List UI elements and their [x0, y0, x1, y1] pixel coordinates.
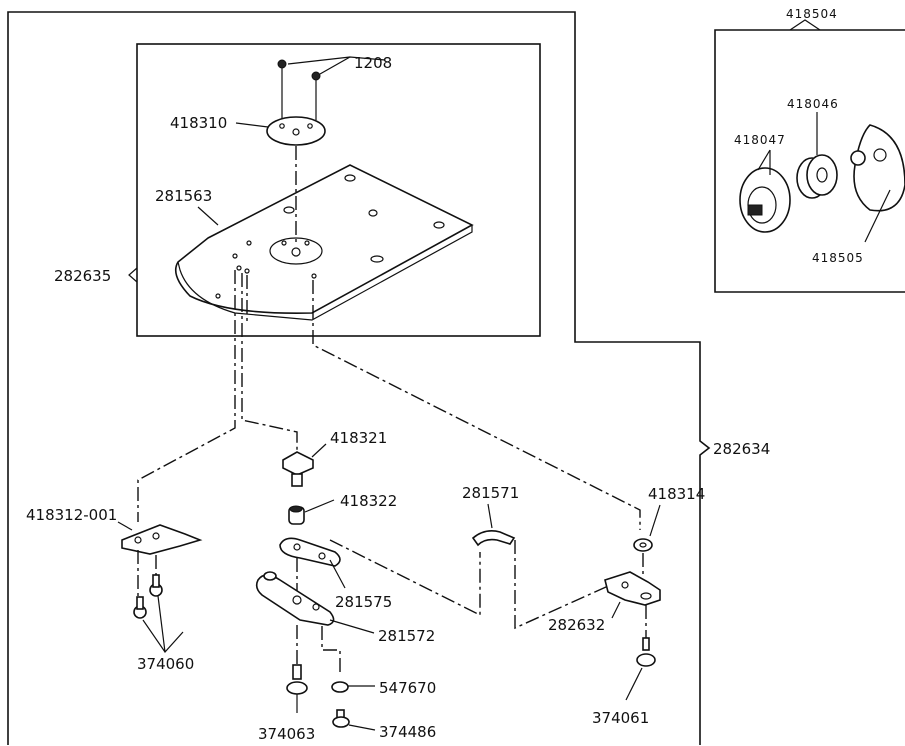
label-374486: 374486 [379, 723, 436, 741]
label-374060: 374060 [137, 655, 194, 673]
lever-282632 [604, 553, 661, 619]
label-418505: 418505 [812, 251, 864, 265]
label-418312-001: 418312-001 [26, 506, 117, 524]
axis-washer [312, 280, 641, 530]
axis-stud [241, 273, 298, 450]
label-281563: 281563 [155, 187, 212, 205]
plate-assembly-brace [128, 267, 138, 283]
label-282635: 282635 [54, 267, 111, 285]
label-282634: 282634 [713, 440, 770, 458]
outer-assembly-outline [7, 11, 711, 745]
bracket-418312-001 [117, 521, 203, 555]
plate-leader [197, 206, 219, 226]
label-418504: 418504 [786, 7, 838, 21]
stud-418321 [282, 443, 327, 487]
screw-374063 [286, 625, 308, 713]
label-418314: 418314 [648, 485, 705, 503]
label-418047: 418047 [734, 133, 786, 147]
label-281572: 281572 [378, 627, 435, 645]
label-418046: 418046 [787, 97, 839, 111]
label-547670: 547670 [379, 679, 436, 697]
label-1208: 1208 [354, 54, 392, 72]
spring-281571 [471, 503, 516, 547]
lever-281572 [255, 571, 375, 634]
label-281571: 281571 [462, 484, 519, 502]
hook-418505 [850, 124, 905, 243]
bobbin-kit-brace [789, 19, 821, 31]
washer-547670 [321, 626, 375, 693]
screws-1208 [277, 56, 386, 120]
axis-bracket [137, 270, 236, 522]
label-281575: 281575 [335, 593, 392, 611]
plate-assembly-box [136, 43, 541, 337]
label-418310: 418310 [170, 114, 227, 132]
bobbin-case-418047 [739, 149, 791, 233]
link-281575 [279, 537, 346, 600]
washer-418314 [633, 504, 661, 552]
sleeve-418322 [288, 499, 335, 525]
screw-374061 [625, 605, 656, 701]
ring-418310 [235, 116, 326, 146]
label-374063: 374063 [258, 725, 315, 743]
label-418322: 418322 [340, 492, 397, 510]
axis-spring [329, 539, 618, 630]
plate-281563 [174, 164, 474, 321]
bobbin-418046 [796, 112, 838, 199]
screws-374060 [133, 550, 184, 653]
screw-374486 [332, 709, 376, 731]
label-418321: 418321 [330, 429, 387, 447]
label-374061: 374061 [592, 709, 649, 727]
label-282632: 282632 [548, 616, 605, 634]
bobbin-kit-box [714, 29, 905, 293]
